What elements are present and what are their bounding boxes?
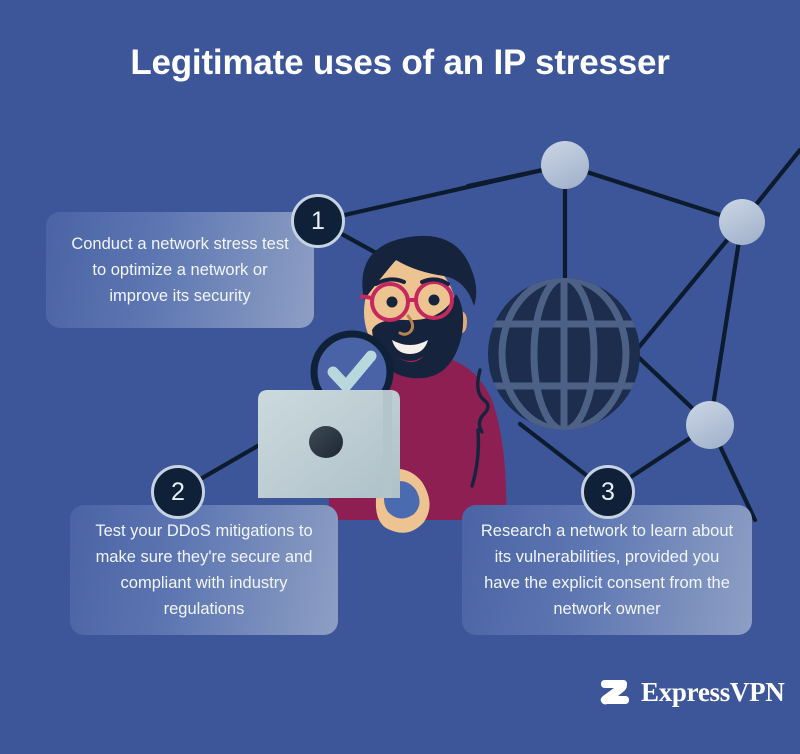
info-card-1-text: Conduct a network stress test to optimiz… [71, 234, 289, 306]
step-badge-1: 1 [291, 194, 345, 248]
expressvpn-logo-mark-icon [600, 680, 629, 705]
info-card-1: Conduct a network stress test to optimiz… [46, 212, 314, 328]
globe-icon [488, 278, 640, 430]
expressvpn-logo-text: ExpressVPN [641, 676, 785, 707]
expressvpn-logo: ExpressVPN [598, 675, 785, 709]
network-node-lower-right [686, 401, 734, 449]
info-card-2-text: Test your DDoS mitigations to make sure … [95, 521, 313, 619]
info-card-3-text: Research a network to learn about its vu… [480, 521, 734, 619]
step-badge-1-number: 1 [311, 206, 325, 235]
laptop-icon [258, 390, 400, 498]
info-card-3: Research a network to learn about its vu… [462, 505, 752, 635]
step-badge-3: 3 [581, 465, 635, 519]
step-badge-2: 2 [151, 465, 205, 519]
network-node-top [541, 141, 589, 189]
network-node-right [719, 199, 765, 245]
page-title: Legitimate uses of an IP stresser [130, 43, 670, 82]
info-card-2: Test your DDoS mitigations to make sure … [70, 505, 338, 635]
step-badge-3-number: 3 [601, 477, 615, 506]
step-badge-2-number: 2 [171, 477, 185, 506]
network-nodes [541, 141, 765, 449]
